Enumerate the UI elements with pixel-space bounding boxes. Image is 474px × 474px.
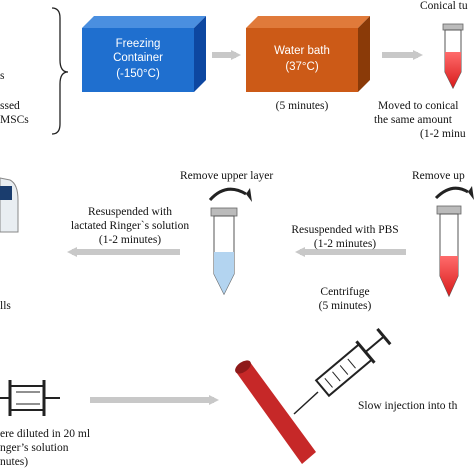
water-bath-box xyxy=(246,16,370,92)
resuspended-ringer-1: Resuspended with xyxy=(87,206,172,218)
syringe-left xyxy=(0,380,60,416)
right-time: (1-2 minu xyxy=(420,128,466,140)
water-bath-title: Water bath xyxy=(274,45,330,57)
conical-tube-red-middle xyxy=(436,205,462,298)
left-fragment-1: s xyxy=(0,70,5,82)
moved-text: Moved to conical xyxy=(378,100,459,112)
left-brace xyxy=(51,7,69,135)
slow-injection: Slow injection into th xyxy=(358,400,458,412)
conical-tube-top xyxy=(442,23,464,90)
resuspended-pbs: Resuspended with PBS xyxy=(291,224,399,236)
cephalic-vein xyxy=(235,360,316,464)
diluted-2: nger’s solution xyxy=(0,442,69,454)
freezing-container-temp: (-150°C) xyxy=(116,68,160,80)
resuspended-ringer-time: (1-2 minutes) xyxy=(98,234,162,246)
left-fragment-2: ssed xyxy=(0,100,20,112)
resuspended-pbs-time: (1-2 minutes) xyxy=(313,238,377,250)
water-bath-temp: (37°C) xyxy=(285,61,319,73)
diluted-1: ere diluted in 20 ml xyxy=(0,428,91,440)
same-amount-text: the same amount xyxy=(374,114,452,126)
diluted-3: nutes) xyxy=(0,456,29,468)
conical-tube-blue xyxy=(210,207,238,296)
freezing-container-title: Freezing Container xyxy=(113,38,163,64)
syringe-right xyxy=(293,327,392,415)
centrifuge: Centrifuge xyxy=(320,286,370,298)
remove-upper-left: Remove upper layer xyxy=(180,170,274,182)
remove-arrow-right xyxy=(434,186,469,200)
cells-fragment: lls xyxy=(0,300,11,312)
centrifuge-time: (5 minutes) xyxy=(318,300,372,312)
remove-arrow-left xyxy=(208,187,247,202)
freezing-container-box xyxy=(82,16,206,92)
conical-title: Conical tu xyxy=(420,0,468,12)
remove-upper-right: Remove up xyxy=(412,170,465,182)
resuspended-ringer-2: lactated Ringer`s solution xyxy=(70,220,190,232)
centrifuge-device xyxy=(0,177,19,233)
left-fragment-3: MSCs xyxy=(0,114,29,126)
water-bath-time: (5 minutes) xyxy=(275,100,329,112)
